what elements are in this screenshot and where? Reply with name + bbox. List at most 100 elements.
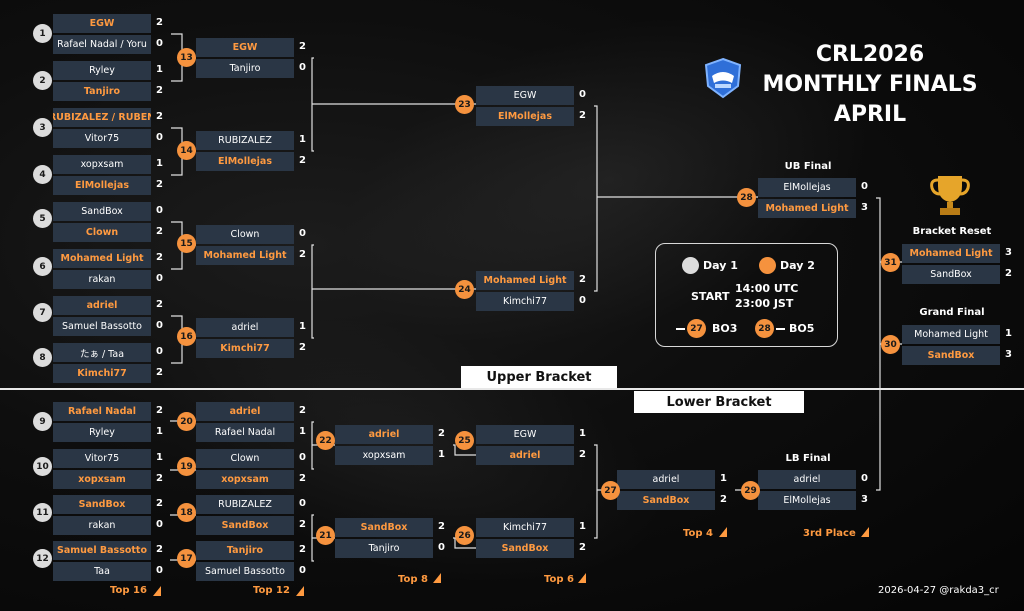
placement-corner-mark xyxy=(578,573,586,583)
seed-badge: 7 xyxy=(33,303,52,322)
seed-badge: 11 xyxy=(33,503,52,522)
logo-icon xyxy=(701,56,745,100)
player-slot: Mohamed Light xyxy=(476,271,574,290)
connector-line xyxy=(311,514,314,562)
player-score: 0 xyxy=(156,346,163,357)
day1-label: Day 1 xyxy=(703,259,738,272)
player-score: 1 xyxy=(438,449,445,460)
player-score: 3 xyxy=(861,202,868,213)
player-slot: Rafael Nadal xyxy=(53,402,151,421)
player-score: 2 xyxy=(156,85,163,96)
bo3-badge: 27 xyxy=(687,319,706,338)
player-score: 2 xyxy=(579,542,586,553)
bracket-divider xyxy=(0,388,1024,390)
seed-badge: 12 xyxy=(33,549,52,568)
player-score: 2 xyxy=(156,179,163,190)
player-slot: Ryley xyxy=(53,61,151,80)
seed-badge: 4 xyxy=(33,165,52,184)
match-number-badge: 21 xyxy=(316,526,335,545)
player-slot: EGW xyxy=(196,38,294,57)
bo3-label: BO3 xyxy=(712,322,738,335)
placement-corner-mark xyxy=(719,527,727,537)
player-slot: adriel xyxy=(196,402,294,421)
player-slot: adriel xyxy=(53,296,151,315)
player-score: 0 xyxy=(156,519,163,530)
match-number-badge: 13 xyxy=(177,48,196,67)
connector-line xyxy=(594,444,598,539)
player-slot: ElMollejas xyxy=(196,152,294,171)
connector-line xyxy=(311,57,314,152)
player-slot: Mohamed Light xyxy=(902,244,1000,263)
player-slot: SandBox xyxy=(902,265,1000,284)
player-score: 1 xyxy=(720,473,727,484)
player-score: 0 xyxy=(156,320,163,331)
player-score: 1 xyxy=(156,426,163,437)
day2-label: Day 2 xyxy=(780,259,815,272)
player-score: 2 xyxy=(156,405,163,416)
player-slot: SandBox xyxy=(335,518,433,537)
player-score: 1 xyxy=(299,321,306,332)
player-score: 0 xyxy=(579,295,586,306)
match-number-badge: 24 xyxy=(455,280,474,299)
player-slot: Mohamed Light xyxy=(902,325,1000,344)
connector-line xyxy=(594,105,598,292)
player-slot: xopxsam xyxy=(196,470,294,489)
player-score: 0 xyxy=(299,228,306,239)
player-slot: Rafael Nadal xyxy=(196,423,294,442)
placement-corner-mark xyxy=(861,527,869,537)
player-slot: RUBIZALEZ xyxy=(196,131,294,150)
bo5-badge: 28 xyxy=(755,319,774,338)
player-score: 0 xyxy=(438,542,445,553)
seed-badge: 2 xyxy=(33,71,52,90)
lower-bracket-banner: Lower Bracket xyxy=(634,391,804,413)
player-slot: Tanjiro xyxy=(196,541,294,560)
player-slot: Samuel Bassotto xyxy=(196,562,294,581)
seed-badge: 10 xyxy=(33,457,52,476)
match-number-badge: 29 xyxy=(741,481,760,500)
match-number-badge: 30 xyxy=(881,335,900,354)
player-score: 0 xyxy=(861,473,868,484)
title-line: MONTHLY FINALS xyxy=(762,72,978,97)
player-slot: Kimchi77 xyxy=(476,292,574,311)
lb-final-label: LB Final xyxy=(785,453,831,464)
player-slot: rakan xyxy=(53,516,151,535)
bo5-label: BO5 xyxy=(789,322,815,335)
player-score: 3 xyxy=(1005,349,1012,360)
player-score: 1 xyxy=(156,452,163,463)
player-score: 0 xyxy=(156,273,163,284)
seed-badge: 3 xyxy=(33,118,52,137)
player-slot: EGW xyxy=(476,425,574,444)
player-slot: Clown xyxy=(53,223,151,242)
seed-badge: 5 xyxy=(33,209,52,228)
player-slot: SandBox xyxy=(196,516,294,535)
player-score: 3 xyxy=(861,494,868,505)
match-number-badge: 23 xyxy=(455,95,474,114)
player-score: 2 xyxy=(579,274,586,285)
placement-corner-mark xyxy=(433,573,441,583)
match-number-badge: 27 xyxy=(601,481,620,500)
player-slot: xopxsam xyxy=(53,470,151,489)
player-score: 0 xyxy=(156,205,163,216)
player-slot: たぁ / Taa xyxy=(53,343,151,362)
start-label: START xyxy=(691,290,730,303)
player-slot: xopxsam xyxy=(335,446,433,465)
match-number-badge: 16 xyxy=(177,327,196,346)
player-score: 0 xyxy=(299,452,306,463)
player-score: 2 xyxy=(1005,268,1012,279)
player-score: 2 xyxy=(156,473,163,484)
player-score: 2 xyxy=(156,299,163,310)
